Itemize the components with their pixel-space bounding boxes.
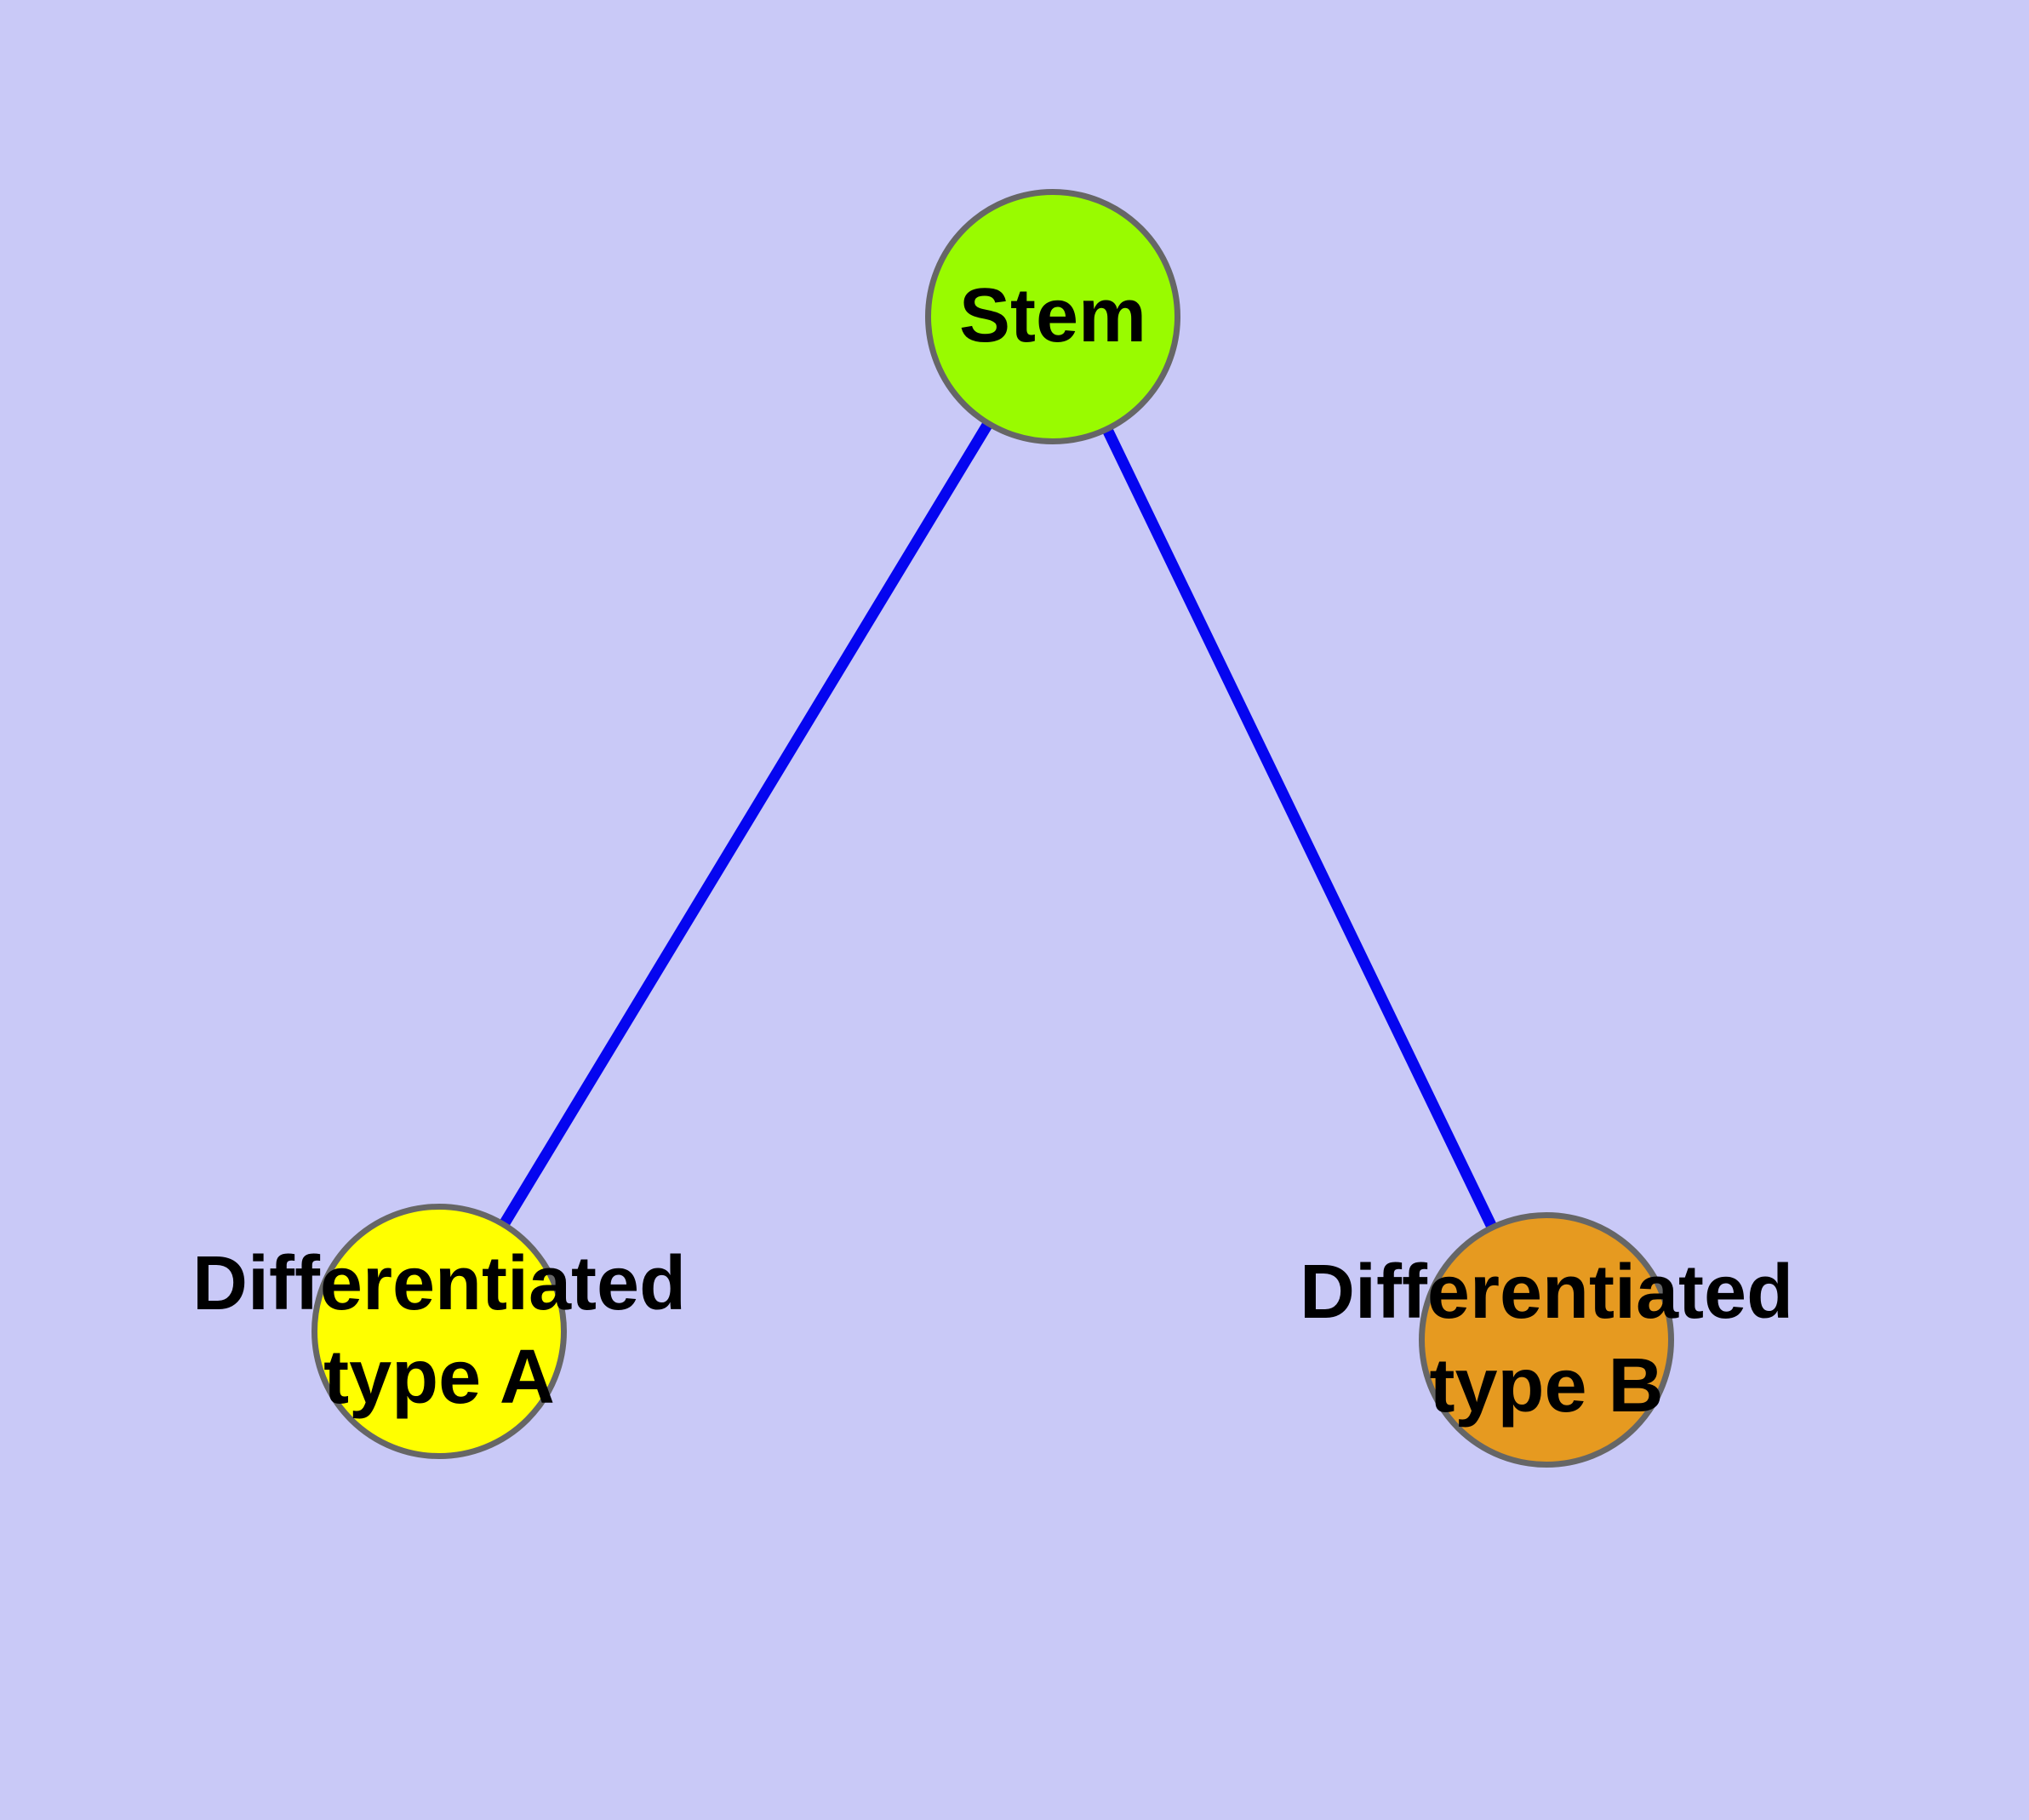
edge-stem-to-type-a — [434, 313, 1058, 1335]
node-stem-label: Stem — [958, 273, 1147, 359]
edge-stem-to-type-b — [1048, 314, 1552, 1342]
node-differentiated-type-b[interactable]: Differentiated type B — [1300, 1212, 1793, 1468]
node-differentiated-type-a[interactable]: Differentiated type A — [192, 1204, 686, 1459]
node-stem[interactable]: Stem — [925, 189, 1180, 444]
